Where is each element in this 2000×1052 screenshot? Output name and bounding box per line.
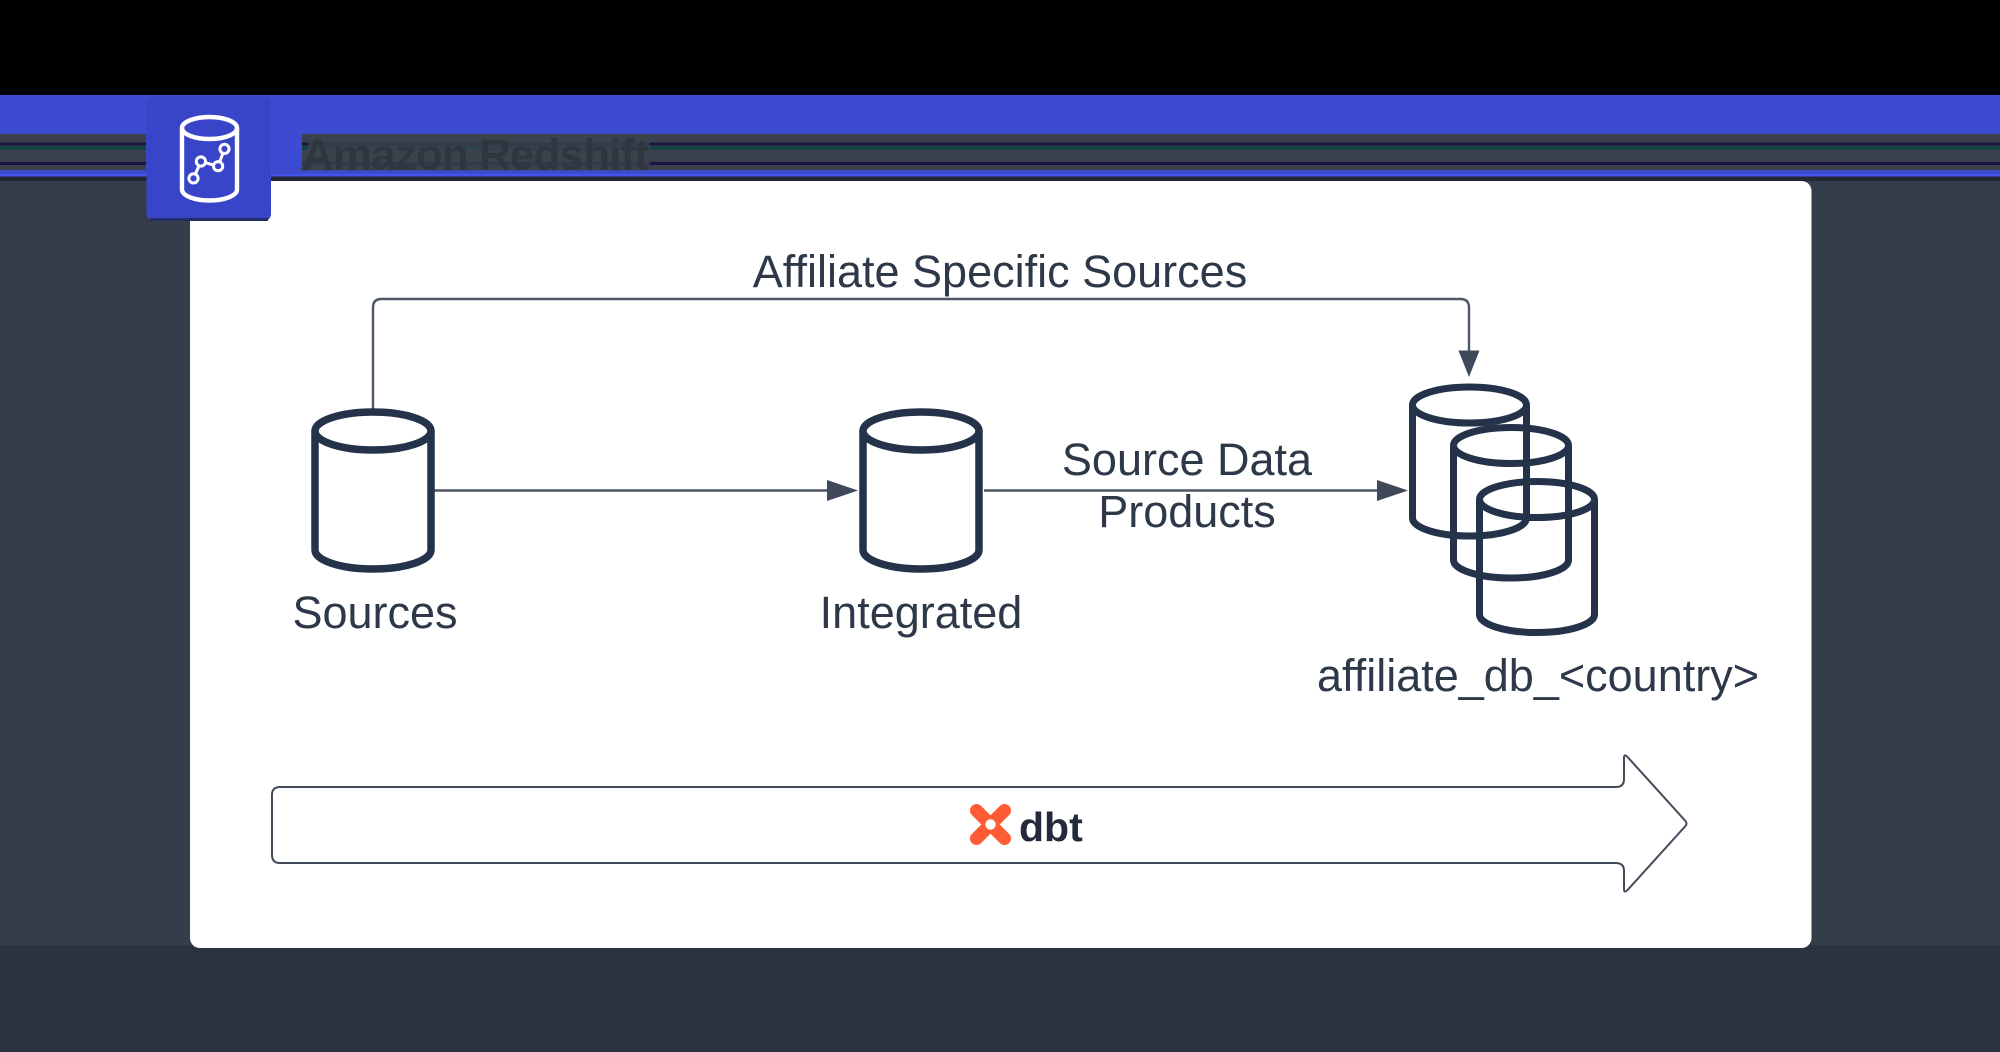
svg-text:Sources: Sources	[292, 587, 457, 638]
svg-text:Amazon Redshift: Amazon Redshift	[302, 131, 649, 180]
svg-text:Source Data: Source Data	[1062, 434, 1313, 485]
svg-text:dbt: dbt	[1019, 804, 1083, 850]
svg-text:affiliate_db_<country>: affiliate_db_<country>	[1317, 650, 1759, 701]
svg-text:Integrated: Integrated	[820, 587, 1023, 638]
svg-text:Affiliate Specific Sources: Affiliate Specific Sources	[753, 246, 1247, 297]
svg-text:Products: Products	[1098, 486, 1276, 537]
